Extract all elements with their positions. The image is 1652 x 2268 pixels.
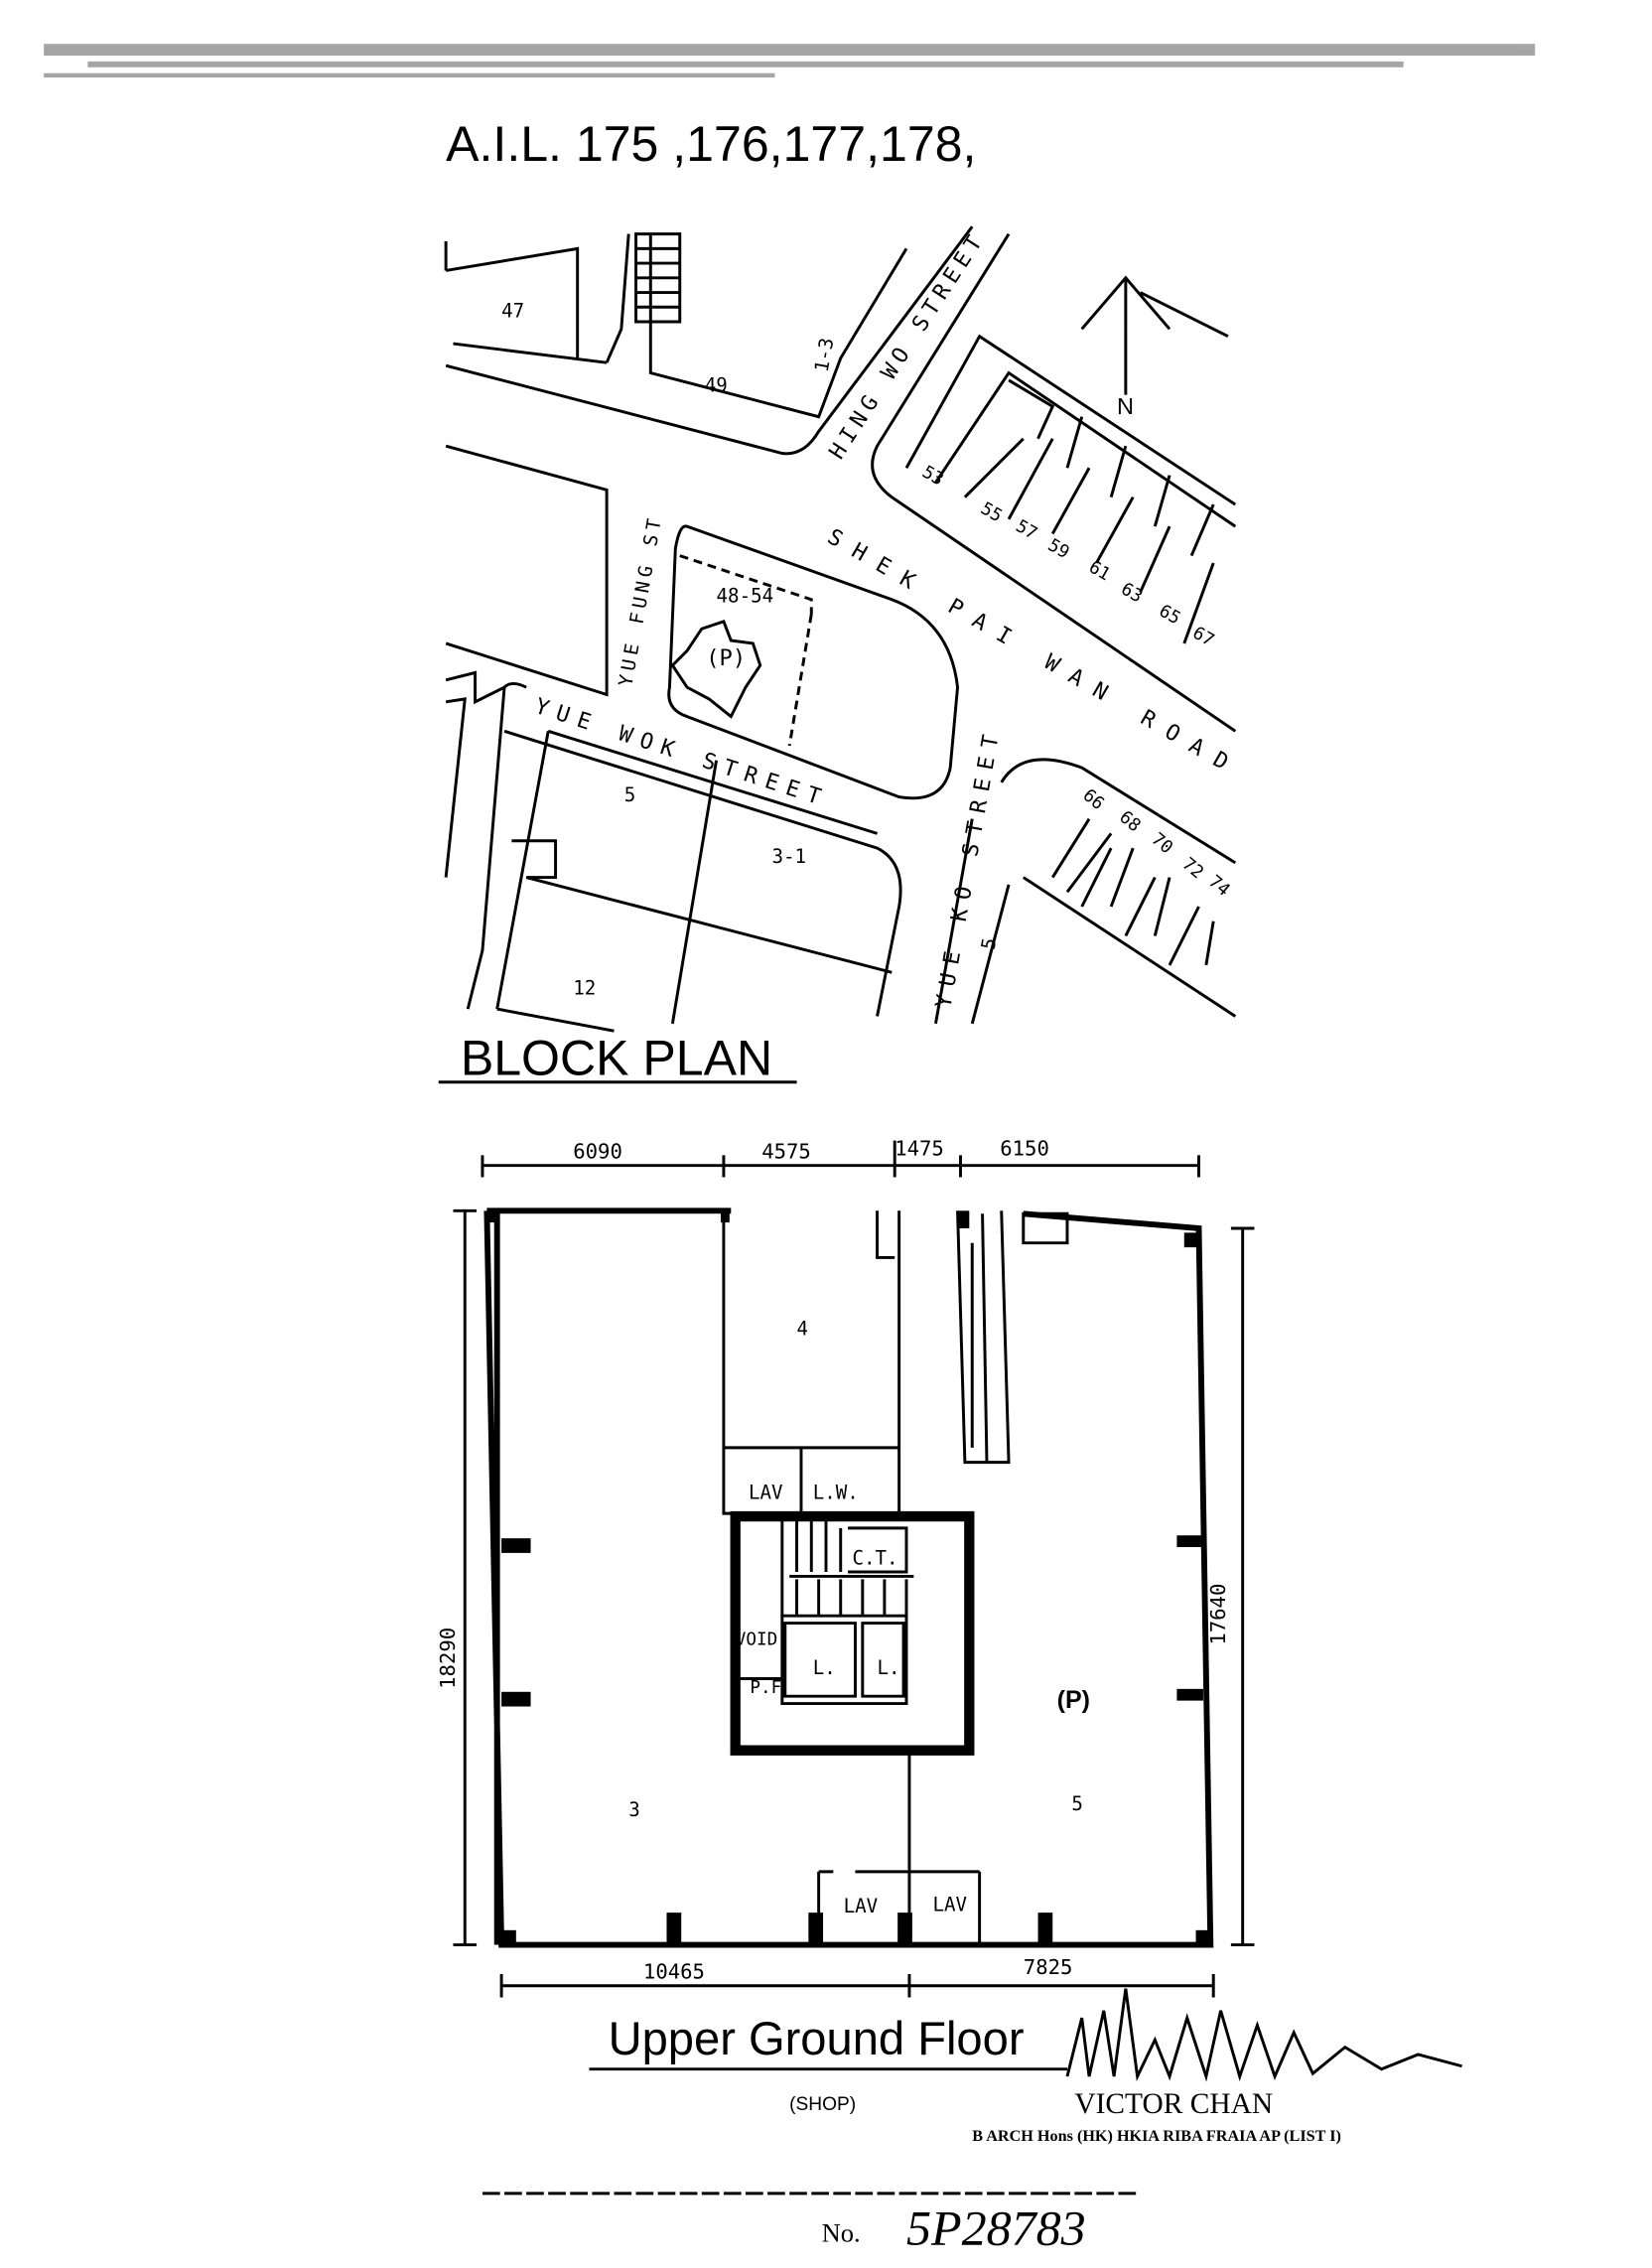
architect-credentials: B ARCH Hons (HK) HKIA RIBA FRAIA AP (LIS… bbox=[972, 2127, 1341, 2145]
north-arrow-label: N bbox=[1117, 393, 1134, 419]
site-lot-label: 48-54 bbox=[717, 585, 774, 608]
block-plan-lots-row-lower-4-label: 74 bbox=[1204, 872, 1233, 901]
block-plan-lots-row-lower-0-label: 66 bbox=[1078, 785, 1107, 814]
block-plan-lots-row-upper-3-label: 61 bbox=[1085, 557, 1113, 585]
floor-plan-dims-top-3-label: 6150 bbox=[1000, 1136, 1049, 1160]
block-plan-lots-l5-label: 5 bbox=[624, 783, 636, 806]
street-shek-pai-wan: SHEK PAI WAN ROAD bbox=[823, 524, 1245, 782]
block-plan-lots-row-upper-2-label: 59 bbox=[1044, 535, 1072, 563]
block-plan-lots-l3-1-label: 3-1 bbox=[772, 845, 807, 868]
floor-plan-rooms-r4-label: 4 bbox=[797, 1317, 809, 1340]
floor-plan-rooms-lav2-label: LAV bbox=[844, 1895, 879, 1917]
floor-plan-rooms-lift2-label: L. bbox=[878, 1656, 900, 1679]
floor-plan-dims-top-1-label: 4575 bbox=[761, 1139, 811, 1163]
floor-plan-rooms-lift1-label: L. bbox=[813, 1656, 836, 1679]
block-plan-lots-row-upper-4-label: 63 bbox=[1117, 579, 1145, 607]
lot-title: A.I.L. 175 ,176,177,178, bbox=[446, 116, 976, 172]
floor-plan-rooms-void-label: VOID bbox=[736, 1630, 778, 1650]
floor-plan-dims-bottom-1-label: 7825 bbox=[1024, 1955, 1073, 1979]
block-plan-lots-row-upper-0-label: 55 bbox=[977, 498, 1005, 526]
floor-plan-dim-left-label: 18290 bbox=[436, 1628, 460, 1689]
floor-plan-title: Upper Ground Floor bbox=[609, 2012, 1025, 2064]
street-yue-fung: YUE FUNG ST bbox=[614, 512, 666, 688]
block-plan-lots-row-upper-1-label: 57 bbox=[1012, 516, 1039, 544]
scan-noise bbox=[44, 44, 1536, 78]
stamp-number: 5P28783 bbox=[906, 2199, 1086, 2255]
block-plan-lots-l53-label: 53 bbox=[918, 463, 946, 491]
signature-scrawl bbox=[1065, 1988, 1462, 2082]
floor-plan-rooms-ct-label: C.T. bbox=[853, 1547, 898, 1570]
street-yue-ko: YUE KO STREET bbox=[931, 724, 1006, 1010]
floor-plan-dims-top-0-label: 6090 bbox=[573, 1139, 622, 1163]
floor-plan-rooms-lav3-label: LAV bbox=[932, 1894, 967, 1916]
floor-plan-rooms-pf-label: P.F bbox=[750, 1678, 781, 1698]
site-mark: (P) bbox=[706, 646, 746, 671]
floor-plan-dims-top-2-label: 1475 bbox=[895, 1136, 944, 1160]
block-plan-lots-l49-label: 49 bbox=[705, 374, 728, 397]
block-plan-title: BLOCK PLAN bbox=[461, 1030, 772, 1085]
block-plan-lots-l5b-label: 5 bbox=[977, 936, 1002, 951]
floor-plan: 6090 4575 1475 6150 18290 17640 10465 78… bbox=[436, 1136, 1255, 1998]
block-plan-lots-row-lower-2-label: 70 bbox=[1148, 829, 1176, 858]
floor-plan-subtitle: (SHOP) bbox=[789, 2094, 856, 2115]
floor-plan-rooms-p-label: (P) bbox=[1057, 1686, 1090, 1714]
stamp-label: No. bbox=[822, 2217, 861, 2247]
block-plan-lots-row-upper-6-label: 67 bbox=[1189, 624, 1217, 651]
floor-plan-rooms-lw-label: L.W. bbox=[813, 1481, 859, 1503]
block-plan-lots-row-lower-1-label: 68 bbox=[1115, 807, 1144, 836]
block-plan-lots-row-upper-5-label: 65 bbox=[1156, 602, 1183, 630]
floor-plan-rooms-r5-label: 5 bbox=[1071, 1792, 1083, 1815]
block-plan-lots-l12-label: 12 bbox=[573, 976, 596, 999]
floor-plan-rooms-lav1-label: LAV bbox=[749, 1481, 783, 1503]
floor-plan-dim-right-label: 17640 bbox=[1206, 1584, 1230, 1645]
block-plan-lots-l47-label: 47 bbox=[501, 300, 524, 323]
architect-name: VICTOR CHAN bbox=[1074, 2088, 1273, 2120]
block-plan-lots-row-lower-3-label: 72 bbox=[1178, 854, 1207, 883]
floor-plan-rooms-r3-label: 3 bbox=[628, 1798, 640, 1821]
block-plan-lots-l1-3-label: 1-3 bbox=[810, 336, 839, 373]
block-plan: N HING WO STREET SHEK PAI WAN ROAD YUE F… bbox=[444, 225, 1245, 1033]
floor-plan-dims-bottom-0-label: 10465 bbox=[643, 1959, 705, 1983]
